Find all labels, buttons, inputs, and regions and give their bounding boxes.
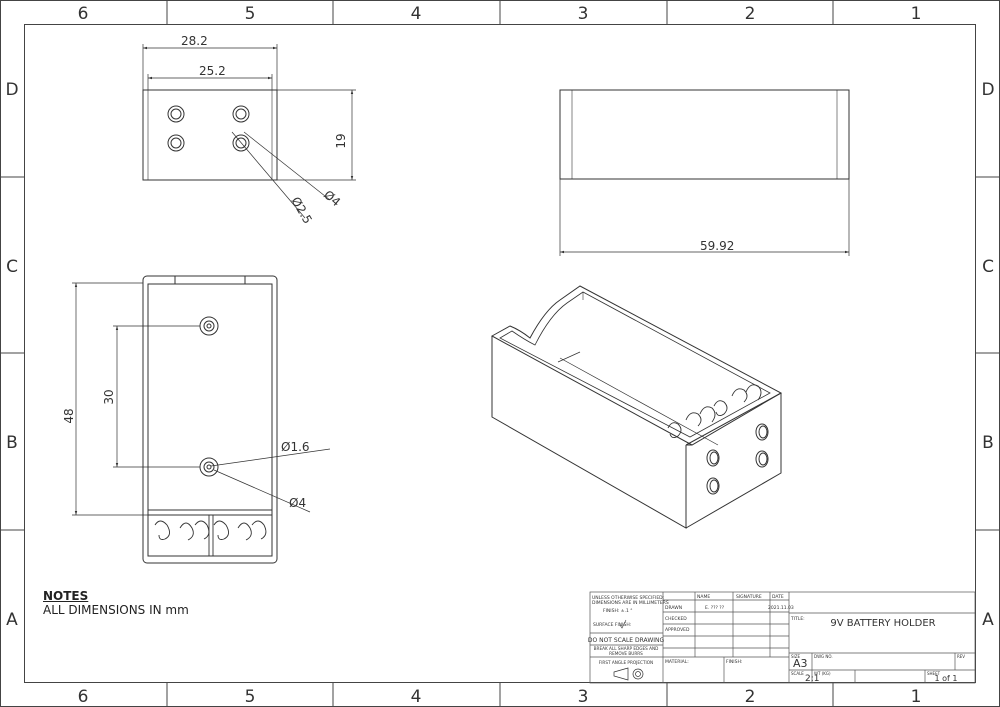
tb-scale-header: SCALE	[791, 671, 804, 676]
tb-approved: APPROVED	[665, 627, 690, 633]
tb-rev-header: REV	[957, 654, 965, 659]
tb-unless: UNLESS OTHERWISE SPECIFIED:	[592, 595, 664, 601]
row-label: A	[6, 610, 18, 630]
mount-hole	[232, 134, 250, 152]
tb-drawn: DRAWN	[665, 605, 682, 611]
col-label: 1	[911, 687, 922, 707]
tb-drawn-name: E. ??? ??	[705, 605, 725, 611]
row-label: D	[5, 80, 18, 100]
end-view-dimensions: 28.2 25.2 19 Ø2.5 Ø4	[181, 34, 348, 226]
dim-side-hole-large: Ø4	[289, 496, 306, 510]
col-label: 5	[245, 687, 256, 707]
projection-icon	[613, 667, 644, 681]
tb-surface-finish: SURFACE FINISH:	[593, 622, 631, 628]
tb-sheet: 1 of 1	[935, 674, 958, 683]
col-label: 2	[745, 687, 756, 707]
side-hole	[755, 423, 769, 441]
notes-heading: NOTES	[43, 589, 89, 603]
side-hole	[755, 450, 769, 468]
tb-drawn-date: 2021.11.03	[768, 605, 794, 611]
tb-title-header: TITLE:	[790, 616, 805, 622]
dim-width-outer: 28.2	[181, 34, 208, 48]
dim-side-length: 48	[62, 408, 76, 423]
front-view	[559, 89, 850, 256]
tb-finish: FINISH:	[726, 659, 742, 665]
isometric-view	[490, 285, 783, 529]
side-hole	[706, 449, 720, 467]
battery-contacts-3d	[667, 384, 762, 439]
tb-finish-note: FINISH: ±.1 °	[603, 608, 633, 614]
tb-checked: CHECKED	[665, 616, 687, 622]
col-label: 4	[411, 4, 422, 24]
row-label: B	[6, 433, 18, 453]
dim-front-length: 59.92	[700, 239, 734, 253]
tb-date-header: DATE	[772, 594, 784, 600]
mount-hole	[167, 105, 185, 123]
tb-dwg-header: DWG NO.	[814, 654, 833, 659]
tb-material: MATERIAL:	[665, 659, 689, 665]
col-label: 6	[78, 4, 89, 24]
row-label: C	[982, 257, 994, 277]
bottom-view-dimensions: 48 30 Ø1.6 Ø4	[62, 389, 310, 510]
title-block-text: UNLESS OTHERWISE SPECIFIED: DIMENSIONS A…	[588, 594, 965, 684]
mount-hole	[199, 316, 219, 336]
dim-height: 19	[334, 133, 348, 148]
mount-hole	[167, 134, 185, 152]
title-block	[589, 591, 976, 684]
dim-hole-spacing: 30	[102, 389, 116, 404]
mount-hole	[232, 105, 250, 123]
col-label: 1	[911, 4, 922, 24]
dim-side-hole-small: Ø1.6	[281, 440, 310, 454]
col-label: 6	[78, 687, 89, 707]
mount-hole	[199, 457, 219, 477]
dim-width-inner: 25.2	[199, 64, 226, 78]
tb-size: A3	[793, 657, 808, 670]
battery-contacts	[154, 515, 267, 556]
tb-scale: 2:1	[805, 674, 819, 684]
tb-title: 9V BATTERY HOLDER	[830, 618, 935, 629]
tb-projection: FIRST ANGLE PROJECTION	[599, 660, 653, 665]
col-label: 3	[578, 687, 589, 707]
zone-labels: 6 5 4 3 2 1 6 5 4 3 2 1 D C B A D C B A	[5, 4, 994, 707]
tb-do-not-scale: DO NOT SCALE DRAWING	[588, 637, 665, 644]
notes: NOTES ALL DIMENSIONS IN mm	[43, 589, 189, 617]
col-label: 2	[745, 4, 756, 24]
tb-weight-header: WT (KG)	[814, 671, 831, 676]
row-label: C	[6, 257, 18, 277]
row-label: D	[981, 80, 994, 100]
tb-break-edges-2: REMOVE BURRS	[609, 651, 643, 656]
dim-hole-small: Ø2.5	[288, 195, 314, 227]
row-label: B	[982, 433, 994, 453]
surface-finish-icon	[619, 619, 627, 629]
side-hole	[706, 477, 720, 495]
dim-hole-large: Ø4	[321, 188, 343, 210]
row-label: A	[982, 610, 994, 630]
tb-size-header: SIZE	[791, 654, 800, 659]
col-label: 5	[245, 4, 256, 24]
tb-dims-in: DIMENSIONS ARE IN MILLIMETERS	[592, 600, 669, 606]
col-label: 3	[578, 4, 589, 24]
tb-break-edges-1: BREAK ALL SHARP EDGES AND	[594, 646, 659, 651]
col-label: 4	[411, 687, 422, 707]
tb-sheet-header: SHEET	[927, 671, 941, 676]
tb-name-header: NAME	[697, 594, 710, 600]
end-view	[142, 44, 356, 219]
notes-line: ALL DIMENSIONS IN mm	[43, 603, 189, 617]
tb-signature-header: SIGNATURE	[736, 594, 762, 600]
bottom-view	[72, 275, 331, 564]
